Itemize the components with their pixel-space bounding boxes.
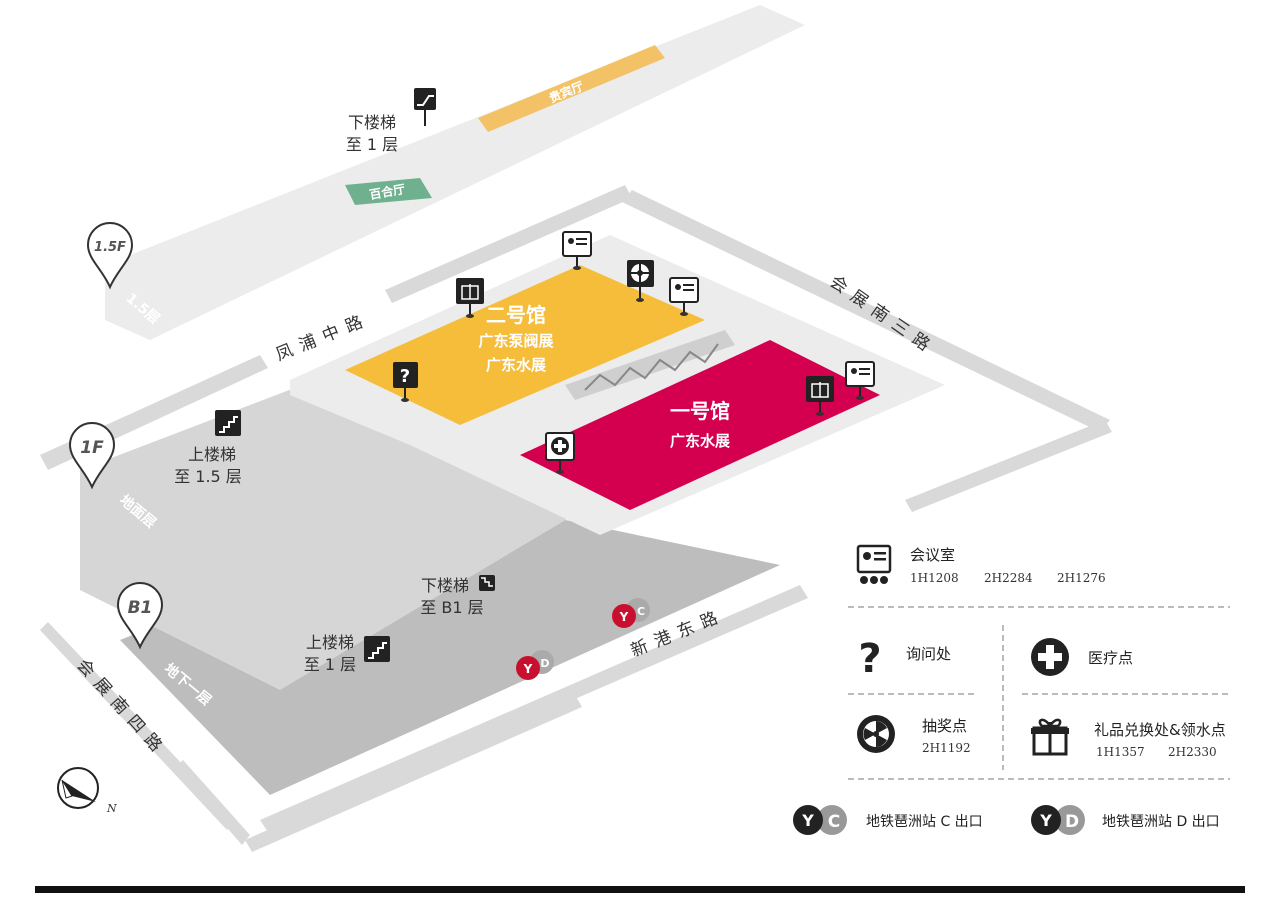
bottom-rule [35, 886, 1245, 893]
legend-medical-icon [1031, 638, 1069, 676]
escalator-strip [565, 330, 735, 400]
floor-15f-corridor [105, 5, 805, 340]
stairs-up1-line1: 上楼梯 [188, 445, 236, 464]
metro-c-map-icon[interactable]: Y C [612, 598, 650, 628]
meeting-room-pin-1[interactable] [562, 231, 592, 270]
legend-info-label: 询问处 [906, 645, 951, 663]
legend-lottery-code: 2H1192 [922, 741, 971, 755]
svg-text:D: D [540, 657, 549, 670]
hall-2-name: 二号馆 [486, 303, 546, 327]
svg-text:?: ? [400, 366, 410, 387]
legend-metro-c-letter: C [828, 812, 840, 832]
lottery-pin[interactable] [627, 260, 654, 302]
legend-metro-c-icon: Y C [793, 805, 847, 835]
legend-metro-d-letter: D [1065, 812, 1079, 832]
legend-metro-c-label: 地铁琶洲站 C 出口 [866, 814, 983, 830]
hall-1-area[interactable] [520, 340, 880, 510]
legend-gift-code-1: 1H1357 [1096, 745, 1145, 759]
floor-badge-b1-text: B1 [128, 598, 153, 618]
metro-d-map-icon[interactable]: Y D [516, 650, 554, 680]
legend-meeting-code-1: 1H1208 [910, 571, 959, 585]
legend-meeting-code-2: 2H2284 [984, 571, 1033, 585]
legend-gift-code-2: 2H2330 [1168, 745, 1217, 759]
legend-info-icon: ? [858, 636, 881, 682]
stairs-down15-line2: 至 1 层 [346, 135, 398, 154]
floor-badge-b1: B1 [116, 582, 164, 650]
legend-meeting-code-3: 2H1276 [1057, 571, 1106, 585]
floor-badge-15f-text: 1.5F [94, 240, 126, 255]
medical-pin[interactable] [545, 432, 575, 474]
floor-b1-slab [120, 500, 780, 795]
escalator-icon[interactable] [414, 88, 436, 126]
stairs-upB1-line2: 至 1 层 [304, 655, 356, 674]
gift-pin-hall1[interactable] [806, 376, 834, 416]
compass-north-label: N [106, 802, 117, 815]
legend-gift-label: 礼品兑换处&领水点 [1094, 721, 1226, 739]
floor-badge-1f: 1F [68, 422, 116, 490]
floor-badge-15f: 1.5F [86, 222, 134, 290]
room-baihe[interactable] [345, 178, 432, 205]
road-xingang [260, 585, 808, 832]
legend-gift-icon [1031, 718, 1069, 756]
legend-lottery-label: 抽奖点 [922, 717, 967, 735]
road-fengpu-upper [385, 185, 632, 303]
gift-pin-hall2[interactable] [456, 278, 484, 318]
room-baihe-label: 百合厅 [368, 181, 406, 202]
meeting-room-pin-2[interactable] [669, 277, 699, 316]
escalator-zigzag [584, 343, 719, 391]
legend-lottery-icon [857, 715, 895, 753]
legend-medical-label: 医疗点 [1088, 649, 1133, 667]
svg-text:Y: Y [619, 610, 629, 624]
road-xingang-lower [245, 695, 582, 852]
floor-badge-1f-text: 1F [80, 438, 104, 458]
legend: 会议室 1H1208 2H2284 2H1276 ? 询问处 医疗点 抽奖点 2… [793, 544, 1230, 835]
hall-1-name: 一号馆 [670, 399, 730, 423]
legend-meeting-icon [856, 544, 892, 584]
stairs-up1-line2: 至 1.5 层 [174, 467, 242, 486]
room-guibin[interactable] [478, 45, 665, 132]
stairs-down-icon[interactable] [479, 575, 495, 591]
legend-meeting-label: 会议室 [910, 546, 955, 564]
hall-2-line1: 广东泵阀展 [478, 332, 553, 350]
hall-1-line1: 广东水展 [670, 432, 730, 450]
svg-text:Y: Y [1039, 811, 1052, 830]
stairs-downB1-line2: 至 B1 层 [420, 598, 483, 617]
svg-text:Y: Y [801, 811, 814, 830]
compass-icon: N [57, 767, 117, 815]
info-pin[interactable]: ? [393, 362, 418, 402]
road-huizhan3 [622, 190, 1110, 432]
hall-2-line2: 广东水展 [486, 356, 546, 374]
stairs-up-b1-icon[interactable] [364, 636, 390, 662]
legend-metro-d-label: 地铁琶洲站 D 出口 [1102, 814, 1220, 830]
road-west-short [175, 760, 250, 845]
stairs-up-icon[interactable] [215, 410, 241, 436]
stairs-upB1-line1: 上楼梯 [306, 633, 354, 652]
road-east-lower [905, 420, 1112, 512]
svg-text:C: C [637, 605, 645, 618]
stairs-down15-line1: 下楼梯 [348, 113, 396, 132]
hall-2-area[interactable] [345, 265, 705, 425]
meeting-room-pin-3[interactable] [845, 361, 875, 400]
legend-metro-d-icon: Y D [1031, 805, 1085, 835]
svg-text:Y: Y [523, 662, 533, 676]
stairs-downB1-line1: 下楼梯 [421, 576, 469, 595]
